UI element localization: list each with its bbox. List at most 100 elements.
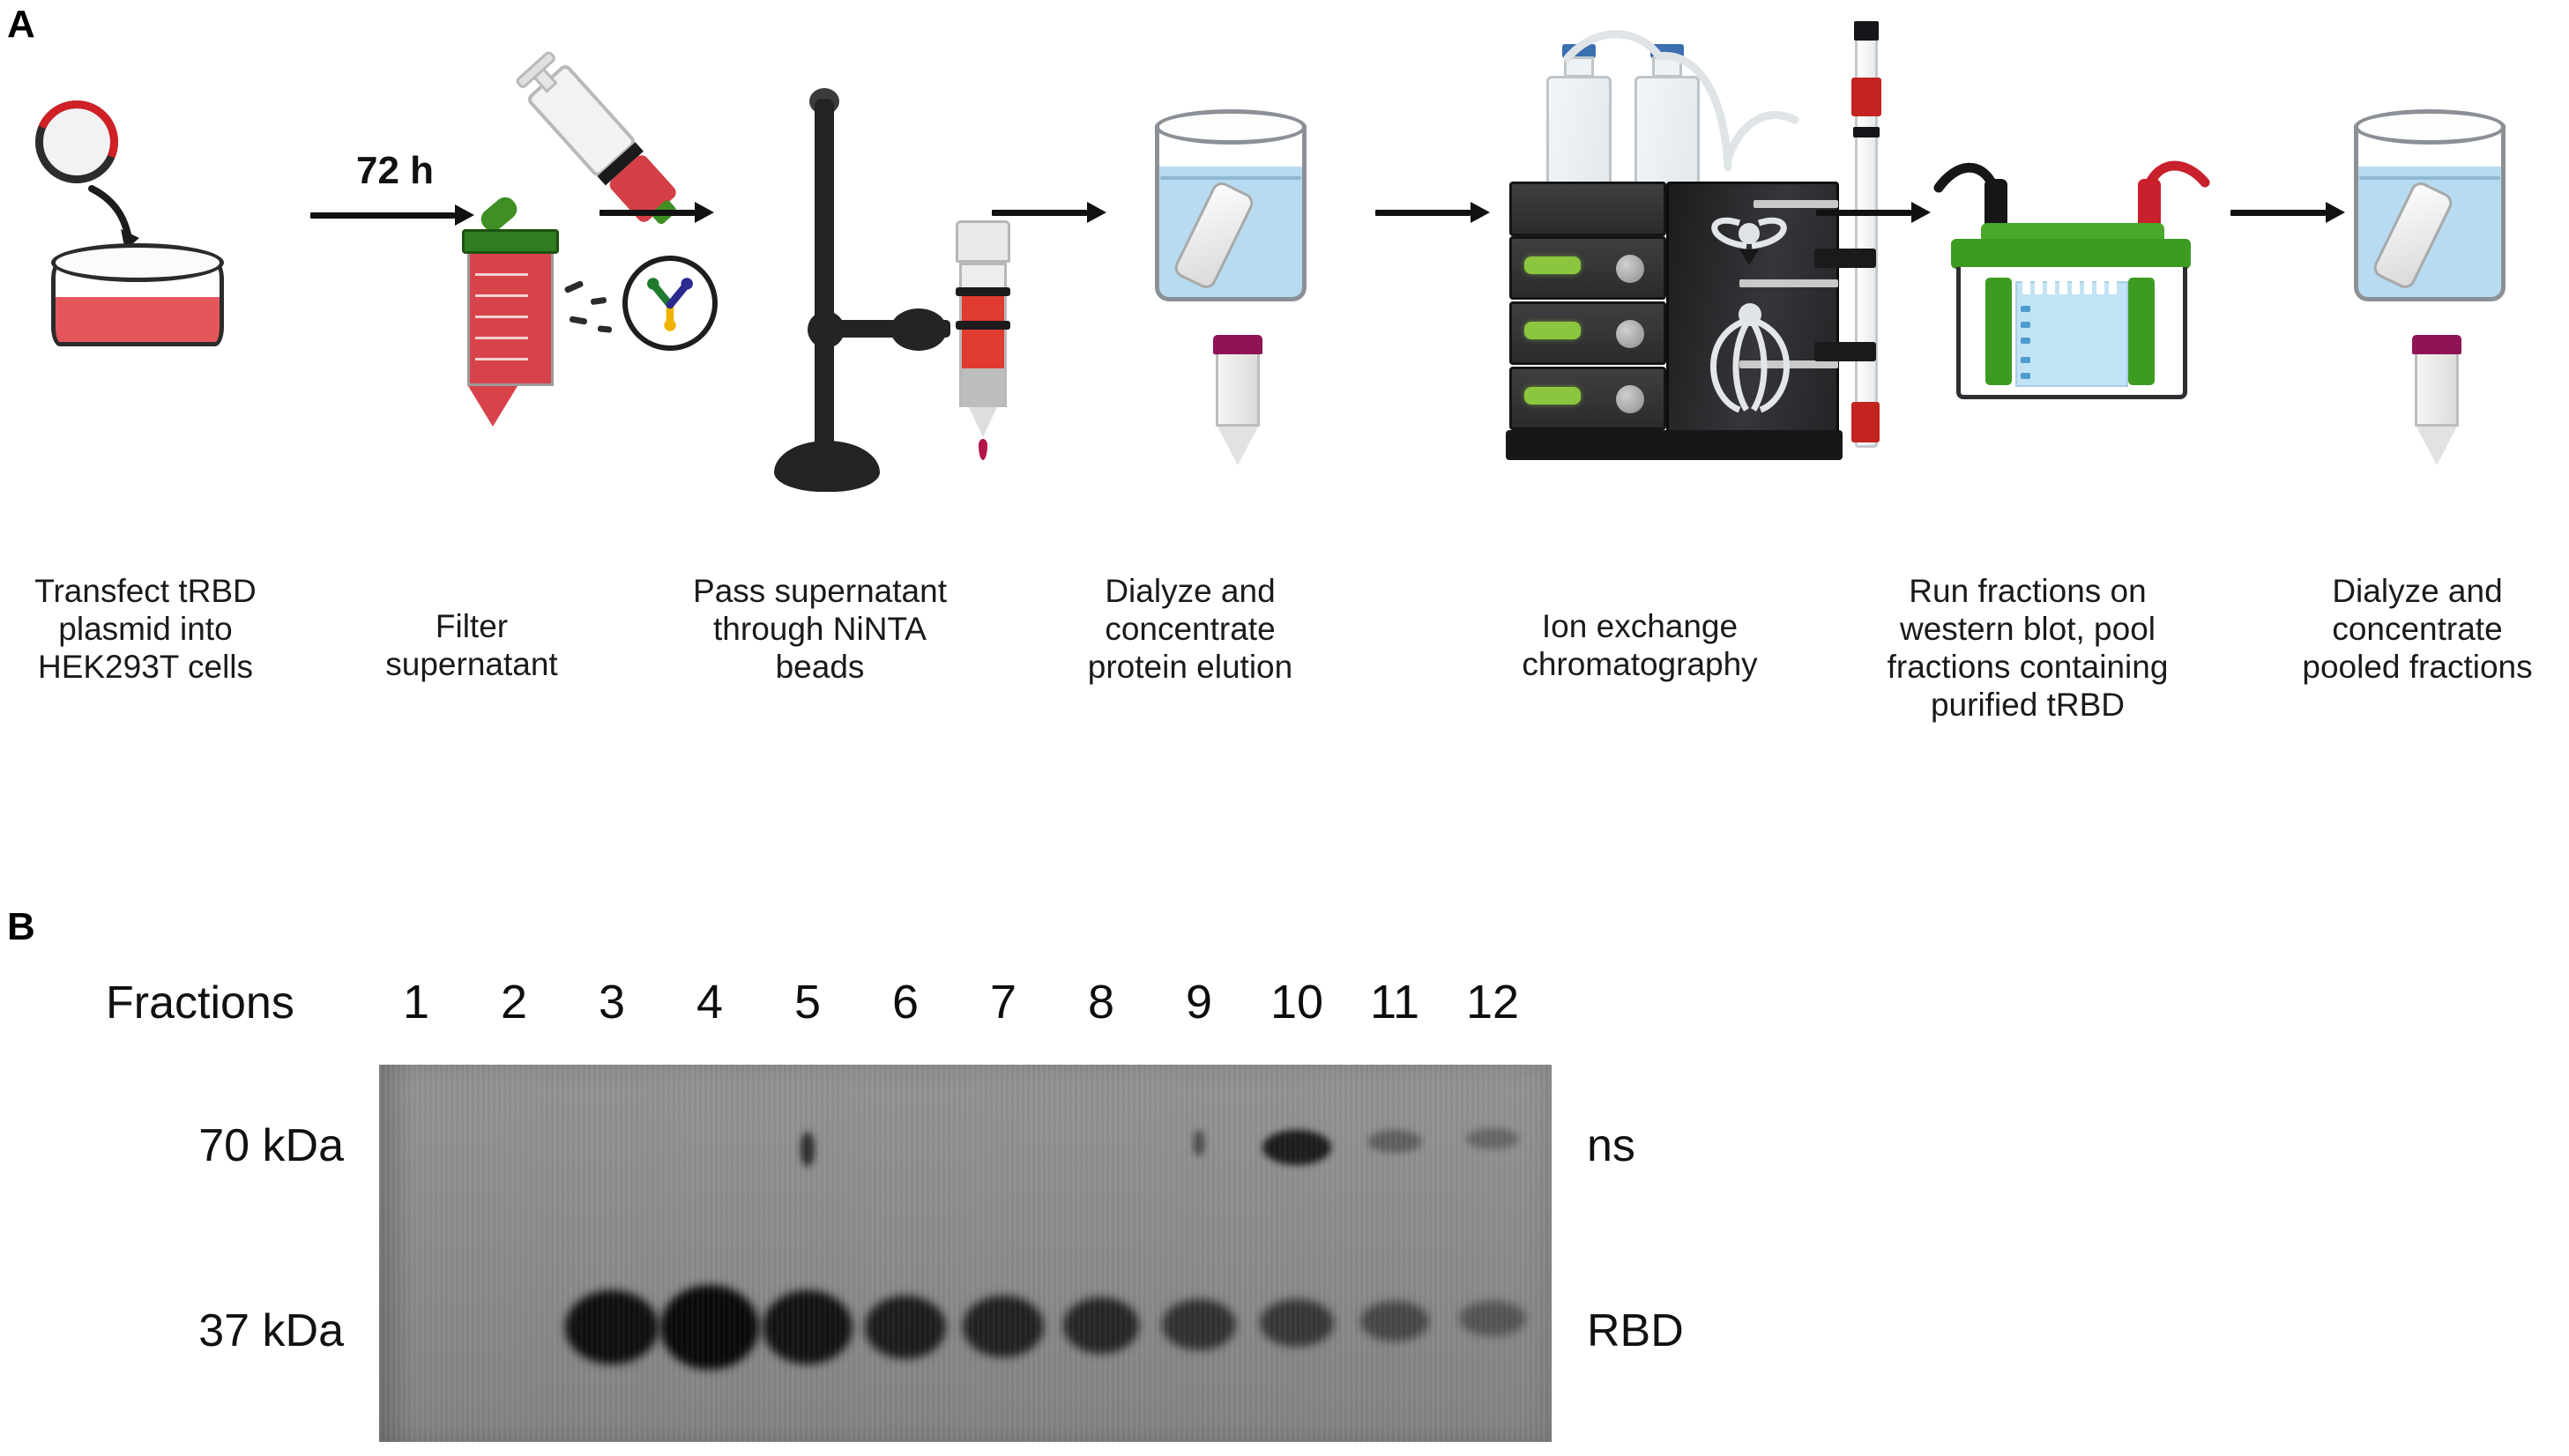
- caption-nickel: Pass supernatant through NiNTA beads: [693, 573, 947, 685]
- fplc-column-indicator-top: [1851, 78, 1881, 116]
- gel-well: [2022, 280, 2030, 294]
- lane-number-4: 4: [696, 976, 724, 1029]
- lane-number-1: 1: [402, 976, 430, 1029]
- blot-band-ns-lane-9: [1193, 1130, 1205, 1156]
- eppendorf-tip: [1217, 427, 1258, 465]
- blot-band-rbd-lane-12: [1459, 1301, 1526, 1336]
- step-nickel-column-icon: [732, 53, 1102, 511]
- caption-filter: Filter supernatant: [385, 608, 558, 682]
- gel-well: [2059, 280, 2067, 294]
- fplc-dial-1[interactable]: [1616, 255, 1644, 283]
- inlet-tubing-icon: [1563, 30, 1799, 172]
- gel-well: [2096, 280, 2104, 294]
- caption-ion-exchange: Ion exchange chromatography: [1522, 608, 1758, 682]
- incubation-time-label: 72 h: [356, 149, 435, 192]
- lane-number-2: 2: [500, 976, 528, 1029]
- caption-western: Run fractions on western blot, pool frac…: [1887, 573, 2169, 723]
- petri-dish-rim: [51, 243, 224, 282]
- gel-ladder-band: [2021, 322, 2030, 328]
- step-dialyze-1-icon: [1137, 97, 1366, 485]
- fplc-base-plate: [1506, 430, 1843, 460]
- lane-number-3: 3: [598, 976, 626, 1029]
- fplc-column-clamp-lower: [1814, 342, 1876, 361]
- conical-tube-body: [467, 254, 554, 386]
- gel-electrode-plate-right: [2128, 278, 2155, 385]
- row-label-rbd: RBD: [1587, 1305, 1684, 1356]
- column-sample-red: [959, 291, 1007, 368]
- blot-band-ns-lane-11: [1367, 1130, 1422, 1153]
- lane-number-11: 11: [1369, 976, 1420, 1029]
- ring-stand-clamp-grip: [890, 308, 947, 351]
- blot-band-rbd-lane-6: [865, 1296, 946, 1359]
- step-dialyze-2-icon: [2336, 97, 2565, 485]
- caption-transfect: Transfect tRBD plasmid into HEK293T cell…: [34, 573, 257, 685]
- fplc-column-seal-upper: [1853, 127, 1880, 137]
- fplc-tower-stripe-top: [1754, 200, 1838, 208]
- step-filter-icon: [441, 35, 723, 427]
- conical-tube-cap: [462, 229, 559, 254]
- fplc-dial-3[interactable]: [1616, 385, 1644, 413]
- gel-tank-lid[interactable]: [1951, 239, 2191, 269]
- syringe-icon: [516, 51, 676, 225]
- beaker-lip: [2354, 109, 2506, 145]
- ring-stand-base: [774, 441, 880, 492]
- gel-well: [2047, 280, 2055, 294]
- gel-ladder-band: [2021, 306, 2030, 312]
- gel-well: [2109, 280, 2117, 294]
- step-ion-exchange-icon: [1499, 18, 1913, 555]
- blot-band-rbd-lane-4: [660, 1285, 759, 1370]
- caption-dialyze-2: Dialyze and concentrate pooled fractions: [2302, 573, 2533, 685]
- eppendorf-tube-icon: [1199, 335, 1278, 485]
- eppendorf-cap: [2412, 335, 2461, 354]
- incubation-arrow-group: 72 h: [310, 149, 487, 234]
- plasmid-icon: [35, 100, 118, 183]
- gel-well: [2035, 280, 2043, 294]
- antibody-circle-icon: [622, 256, 718, 351]
- column-nickel-beads: [959, 368, 1007, 407]
- lane-number-7: 7: [989, 976, 1017, 1029]
- eppendorf-tip: [2416, 427, 2457, 465]
- beaker-waterline: [1160, 176, 1301, 180]
- column-outlet-tip: [969, 407, 997, 437]
- step-western-blot-icon: [1917, 128, 2226, 419]
- step-transfect-icon: [18, 87, 282, 370]
- gravity-column-icon: [950, 220, 1021, 485]
- caption-dialyze-1: Dialyze and concentrate protein elution: [1087, 573, 1293, 685]
- buffer-bottle-b-body: [1634, 76, 1700, 190]
- gel-well: [2084, 280, 2092, 294]
- column-band-lower: [956, 321, 1010, 330]
- gel-ladder-band: [2021, 373, 2030, 379]
- fplc-status-bar-1: [1524, 256, 1581, 274]
- eppendorf-cap: [1213, 335, 1262, 354]
- panel-b-letter: B: [7, 905, 35, 948]
- blot-band-rbd-lane-10: [1260, 1299, 1334, 1347]
- lane-number-8: 8: [1087, 976, 1115, 1029]
- western-blot-panel: Fractions 1 2 3 4 5 6 7 8 9 10 11 12 70 …: [0, 899, 2569, 1456]
- fplc-dial-2[interactable]: [1616, 320, 1644, 348]
- gel-slab: [2015, 280, 2128, 387]
- lane-number-9: 9: [1185, 976, 1213, 1029]
- fplc-module-top: [1509, 182, 1666, 236]
- fplc-status-bar-3: [1524, 387, 1581, 405]
- fplc-column-clamp-upper: [1814, 249, 1876, 268]
- fplc-main-tower: [1666, 182, 1839, 442]
- gel-tank-chamber: [1956, 267, 2187, 399]
- fplc-valve-loop-lower: [1710, 303, 1790, 413]
- fplc-column-assembly: [1814, 18, 1901, 476]
- column-clear-section: [959, 263, 1007, 291]
- mw-marker-70kda: 70 kDa: [198, 1120, 344, 1171]
- blot-band-rbd-lane-9: [1162, 1299, 1236, 1350]
- blot-band-rbd-lane-3: [565, 1290, 659, 1364]
- eppendorf-tube-icon: [2398, 335, 2477, 485]
- fplc-module-pump-2: [1509, 301, 1666, 365]
- column-band-upper: [956, 287, 1010, 296]
- blot-band-rbd-lane-8: [1063, 1297, 1139, 1354]
- blot-band-rbd-lane-5: [763, 1290, 853, 1364]
- conical-tube-icon: [450, 229, 582, 485]
- gel-electrode-plate-left: [1985, 278, 2012, 385]
- blot-band-ns-lane-5: [800, 1132, 815, 1167]
- gel-ladder-band: [2021, 357, 2030, 363]
- panel-a-letter: A: [7, 3, 35, 46]
- blot-band-rbd-lane-7: [963, 1296, 1044, 1357]
